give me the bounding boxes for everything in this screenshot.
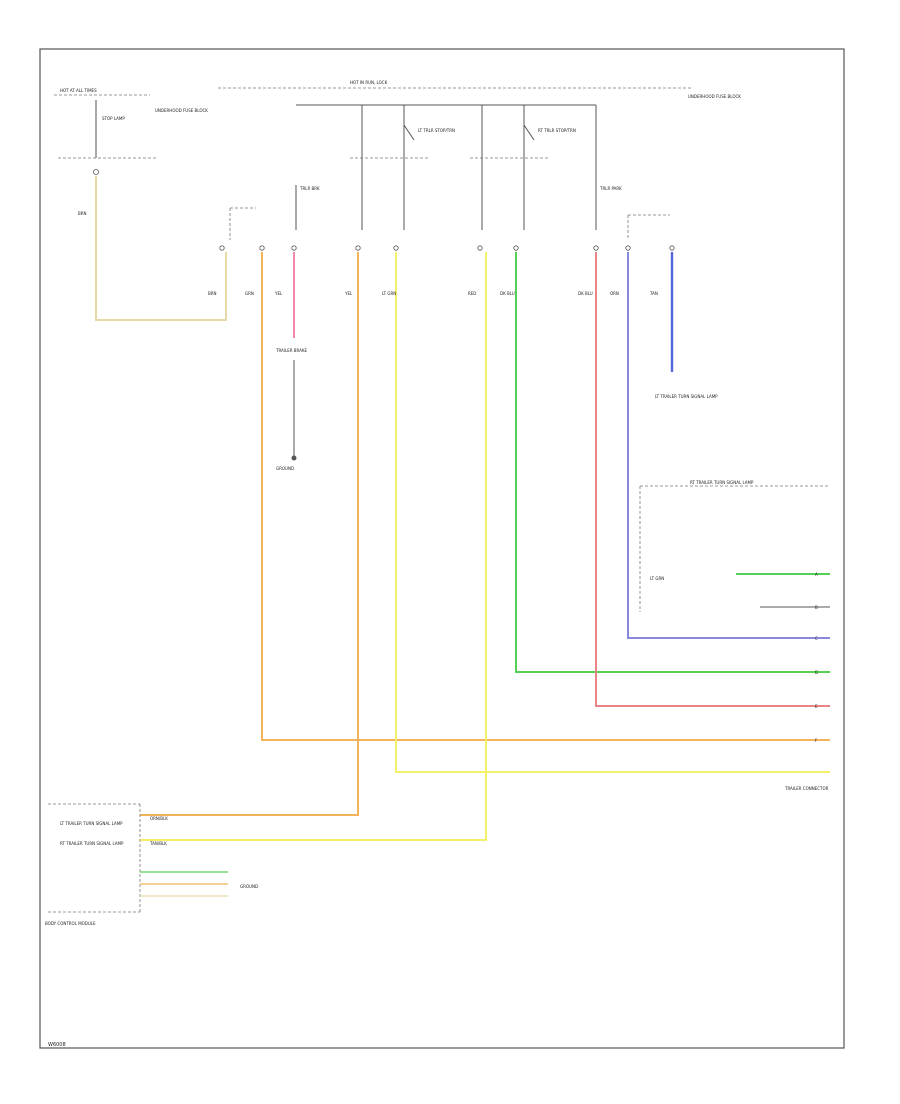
diagram-frame	[39, 48, 845, 1049]
bcm-ground-label: GROUND	[240, 884, 258, 889]
wire-w13: ORN/BLK	[150, 816, 168, 821]
term-c1-b	[259, 245, 265, 251]
wire-yellow-bcm	[140, 252, 487, 841]
hot-label: HOT IN RUN, LOCK	[350, 80, 388, 85]
fuse-block-left-label: UNDERHOOD FUSE BLOCK	[155, 108, 208, 113]
pin-c: C	[815, 636, 818, 641]
bcm-rt-label: RT TRAILER TURN SIGNAL LAMP	[60, 841, 124, 846]
fuse-f4-label: TRLR BRK	[299, 186, 320, 191]
bcm-label: BODY CONTROL MODULE	[45, 921, 96, 926]
module-title: RT TRAILER TURN SIGNAL LAMP	[690, 480, 754, 485]
page-id: W6008	[48, 1042, 66, 1048]
wire-yellow-main	[395, 252, 830, 773]
wire-blue	[627, 252, 830, 639]
relay-1-switch	[403, 124, 415, 141]
fuse-block-label: UNDERHOOD FUSE BLOCK	[688, 94, 741, 99]
ground-dot	[291, 455, 297, 461]
wire-w4: YEL	[274, 291, 283, 296]
ground-label: GROUND	[276, 466, 294, 471]
module-row-label: LT GRN	[650, 576, 664, 581]
trailer-brake-label: TRAILER BRAKE	[275, 348, 308, 353]
wire-w10: ORN	[610, 291, 619, 296]
hot-at-all-label: HOT AT ALL TIMES	[60, 88, 97, 93]
stop-term	[93, 169, 99, 175]
pin-a: A	[815, 572, 818, 577]
pin-f: F	[815, 738, 818, 743]
wire-w14: TAN/BLK	[149, 841, 167, 846]
term-c1-d	[355, 245, 361, 251]
wire-green	[515, 252, 830, 673]
term-c1-c	[291, 245, 297, 251]
wire-orange-bcm	[140, 252, 359, 816]
pin-d: D	[815, 670, 818, 675]
wire-w2: BRN	[208, 291, 217, 296]
fuse-f3-label: RT TRLR STOP/TRN	[538, 128, 576, 133]
wire-w11: TAN	[649, 291, 658, 296]
pin-b: B	[815, 605, 818, 610]
wire-w9: DK BLU	[578, 291, 593, 296]
wire-tan-left	[95, 176, 227, 321]
fuse-f2-label: LT TRLR STOP/TRN	[418, 128, 455, 133]
fuse-f5-label: TRLR PARK	[599, 186, 622, 191]
wire-red	[595, 252, 830, 707]
trailer-connector-label: TRAILER CONNECTOR	[784, 786, 829, 791]
relay-2-switch	[523, 124, 535, 141]
trailer-lt-label: LT TRAILER TURN SIGNAL LAMP	[655, 394, 718, 399]
wire-w1: BRN	[78, 211, 87, 216]
wire-w6: LT GRN	[382, 291, 396, 296]
wire-w7: RED	[468, 291, 476, 296]
term-c2-b	[593, 245, 599, 251]
term-c1-e	[393, 245, 399, 251]
pin-e: E	[815, 704, 818, 709]
fuse-f1-label: STOP LAMP	[102, 116, 125, 121]
bcm-lt-label: LT TRAILER TURN SIGNAL LAMP	[60, 821, 123, 826]
wire-w5: YEL	[344, 291, 353, 296]
wire-w8: DK BLU	[500, 291, 515, 296]
term-c2-c	[625, 245, 631, 251]
wire-w3: GRN	[245, 291, 254, 296]
term-c2-d	[669, 245, 675, 251]
term-c1-a	[219, 245, 225, 251]
wire-orange-main	[261, 252, 830, 741]
term-c1-f	[477, 245, 483, 251]
term-c2-a	[513, 245, 519, 251]
